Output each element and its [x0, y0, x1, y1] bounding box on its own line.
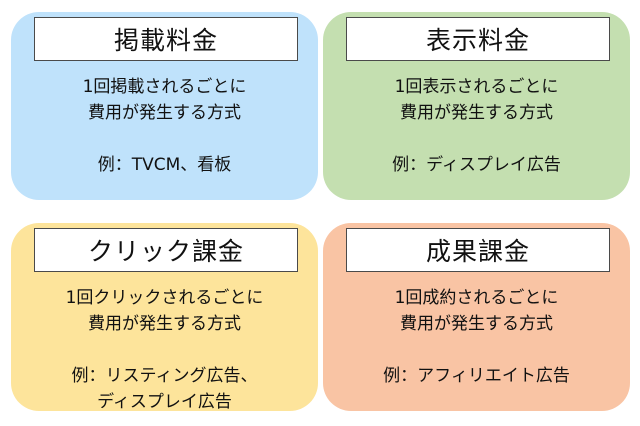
- card-example-line: 例：ディスプレイ広告: [392, 155, 561, 175]
- card-title: 成果課金: [346, 228, 610, 272]
- card-example-line: 例：TVCM、看板: [97, 155, 232, 175]
- card-title: クリック課金: [34, 228, 298, 272]
- card-title: 掲載料金: [34, 17, 298, 61]
- card-impression-fee: 表示料金 1回表示されるごとに 費用が発生する方式 例：ディスプレイ広告: [323, 12, 630, 200]
- card-description-line: 1回クリックされるごとに: [65, 288, 264, 308]
- card-body: 1回成約されるごとに 費用が発生する方式 例：アフィリエイト広告: [323, 285, 630, 389]
- spacer: [11, 126, 318, 152]
- card-description-line: 1回掲載されるごとに: [82, 77, 247, 97]
- card-description-line: 1回成約されるごとに: [394, 288, 559, 308]
- card-title: 表示料金: [346, 17, 610, 61]
- card-body: 1回表示されるごとに 費用が発生する方式 例：ディスプレイ広告: [323, 74, 630, 178]
- card-body: 1回クリックされるごとに 費用が発生する方式 例：リスティング広告、 ディスプレ…: [11, 285, 318, 415]
- card-example-line: ディスプレイ広告: [97, 392, 232, 412]
- spacer: [323, 337, 630, 363]
- card-conversion-fee: 成果課金 1回成約されるごとに 費用が発生する方式 例：アフィリエイト広告: [323, 223, 630, 411]
- spacer: [323, 126, 630, 152]
- card-description-line: 費用が発生する方式: [88, 314, 241, 334]
- card-example-line: 例：リスティング広告、: [71, 366, 258, 386]
- card-click-fee: クリック課金 1回クリックされるごとに 費用が発生する方式 例：リスティング広告…: [11, 223, 318, 412]
- card-description-line: 費用が発生する方式: [88, 103, 241, 123]
- card-description-line: 費用が発生する方式: [400, 314, 553, 334]
- card-example-line: 例：アフィリエイト広告: [383, 366, 570, 386]
- card-description-line: 1回表示されるごとに: [394, 77, 559, 97]
- card-body: 1回掲載されるごとに 費用が発生する方式 例：TVCM、看板: [11, 74, 318, 178]
- card-listing-fee: 掲載料金 1回掲載されるごとに 費用が発生する方式 例：TVCM、看板: [11, 12, 318, 200]
- spacer: [11, 337, 318, 363]
- card-description-line: 費用が発生する方式: [400, 103, 553, 123]
